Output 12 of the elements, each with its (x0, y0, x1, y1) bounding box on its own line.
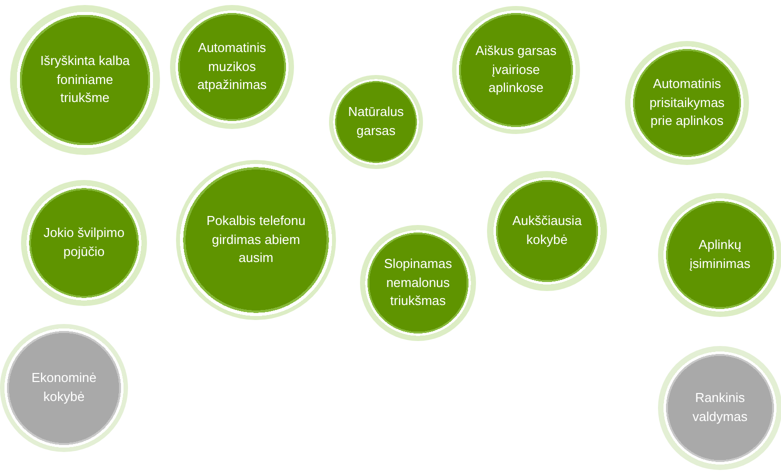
feature-label: Aukščiausia kokybė (511, 212, 583, 249)
feature-label: Ekonominė kokybė (30, 369, 98, 406)
feature-label: Jokio švilpimo pojūčio (42, 224, 125, 261)
feature-label: Išryškinta kalba foniniame triukšme (39, 52, 131, 108)
feature-label: Rankinis valdymas (692, 389, 748, 426)
feature-label: Aplinkų įsiminimas (688, 236, 752, 273)
feature-label: Automatinis muzikos atpažinimas (196, 38, 268, 94)
feature-label: Natūralus garsas (347, 103, 405, 140)
feature-label: Slopinamas nemalonus triukšmas (383, 254, 453, 310)
feature-label: Pokalbis telefonu girdimas abiem ausim (205, 212, 306, 268)
feature-label: Automatinis prisitaikymas prie aplinkos (648, 74, 726, 130)
feature-label: Aiškus garsas įvairiose aplinkose (474, 42, 558, 98)
